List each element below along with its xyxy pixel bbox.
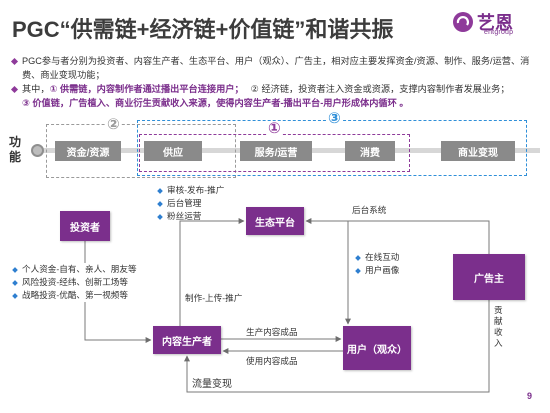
economic-chain-marker: ②: [106, 116, 121, 133]
value-chain-marker: ③: [327, 110, 342, 127]
summary-bullet: PGC参与者分别为投资者、内容生产者、生态平台、用户（观众）、广告主，相对应主要…: [10, 54, 538, 82]
summary-bullets: PGC参与者分别为投资者、内容生产者、生态平台、用户（观众）、广告主，相对应主要…: [10, 54, 538, 110]
diamond-bullet-icon: [12, 292, 18, 299]
slide-title: PGC“供需链+经济链+价值链”和谐共振: [12, 17, 394, 42]
bullet-lead: 其中，: [22, 84, 50, 94]
platform-note-text: 审核-发布-推广: [167, 185, 225, 195]
list-item: 个人资金-自有、亲人、朋友等: [12, 263, 137, 276]
logo-circle: [453, 12, 473, 32]
diamond-bullet-icon: [355, 254, 361, 261]
list-item: 审核-发布-推广: [157, 184, 224, 197]
diamond-bullet-icon: [157, 187, 163, 194]
list-item: 用户画像: [355, 264, 399, 277]
function-box-service: 服务/运营: [240, 141, 312, 161]
function-box-supply: 供应: [144, 141, 202, 161]
bullet-text: PGC参与者分别为投资者、内容生产者、生态平台、用户（观众）、广告主，相对应主要…: [22, 56, 530, 80]
node-producer: 内容生产者: [153, 326, 221, 354]
diamond-bullet-icon: [157, 200, 163, 207]
investor-note-text: 战略投资-优酷、第一视频等: [22, 290, 128, 300]
platform-note-text: 后台管理: [167, 198, 202, 208]
logo-subtitle: entgroup: [484, 29, 514, 36]
economic-chain-text: ② 经济链，投资者注入资金或资源，支撑内容制作者发展业务；: [250, 84, 510, 94]
diamond-bullet-icon: [12, 266, 18, 273]
logo-swirl: [456, 16, 469, 26]
bullet-text: 其中，① 供需链，内容制作者通过播出平台连接用户； ② 经济链，投资者注入资金或资…: [22, 82, 538, 110]
list-item: 战略投资-优酷、第一视频等: [12, 289, 137, 302]
edge-label-deliver: 生产内容成品: [246, 327, 298, 337]
edge-label-backend: 后台系统: [352, 205, 387, 215]
edge-label-consume: 使用内容成品: [246, 356, 298, 366]
connector-producer-to-platform: [179, 218, 245, 326]
summary-bullet: 其中，① 供需链，内容制作者通过播出平台连接用户； ② 经济链，投资者注入资金或资…: [10, 82, 538, 110]
supply-chain-text: ① 供需链，内容制作者通过播出平台连接用户；: [49, 84, 244, 94]
platform-notes: 审核-发布-推广 后台管理 粉丝运营: [157, 184, 224, 223]
connector-advertiser-to-producer: [184, 300, 490, 393]
list-item: 在线互动: [355, 251, 399, 264]
diamond-bullet-icon: [12, 279, 18, 286]
function-axis-start-icon: [31, 144, 44, 157]
edge-label-monetize: 流量变现: [192, 379, 232, 390]
function-box-consumption: 消费: [345, 141, 395, 161]
user-note-text: 用户画像: [365, 265, 400, 275]
value-chain-text: ③ 价值链，广告植入、商业衍生贡献收入来源，使得内容生产者-播出平台-用户形成体…: [22, 98, 409, 108]
platform-note-text: 粉丝运营: [167, 211, 202, 221]
investor-note-text: 风险投资-经纬、创新工场等: [22, 277, 128, 287]
function-row-label: 功能: [9, 135, 22, 164]
page-number: 9: [527, 391, 533, 401]
logo-name: 艺恩: [477, 13, 513, 33]
node-user: 用户（观众）: [343, 326, 411, 370]
diamond-bullet-icon: [157, 213, 163, 220]
list-item: 粉丝运营: [157, 210, 224, 223]
node-advertiser: 广告主: [453, 254, 525, 300]
node-investor: 投资者: [60, 211, 110, 241]
investor-notes: 个人资金-自有、亲人、朋友等 风险投资-经纬、创新工场等 战略投资-优酷、第一视…: [12, 263, 140, 302]
supply-chain-marker: ①: [267, 120, 282, 137]
investor-note-text: 个人资金-自有、亲人、朋友等: [22, 264, 137, 274]
node-platform: 生态平台: [246, 207, 304, 235]
list-item: 后台管理: [157, 197, 224, 210]
edge-label-produce: 制作-上传-推广: [185, 293, 243, 303]
user-notes: 在线互动 用户画像: [355, 251, 399, 277]
list-item: 风险投资-经纬、创新工场等: [12, 276, 137, 289]
user-note-text: 在线互动: [365, 252, 400, 262]
connector-advertiser-to-platform: [305, 218, 490, 254]
function-box-monetization: 商业变现: [441, 141, 515, 161]
economic-chain-group: [46, 124, 236, 178]
edge-label-revenue: 贡献收入: [494, 305, 503, 348]
entgroup-logo-icon: [453, 12, 473, 32]
diamond-bullet-icon: [355, 267, 361, 274]
function-box-capital: 资金/资源: [55, 141, 121, 161]
